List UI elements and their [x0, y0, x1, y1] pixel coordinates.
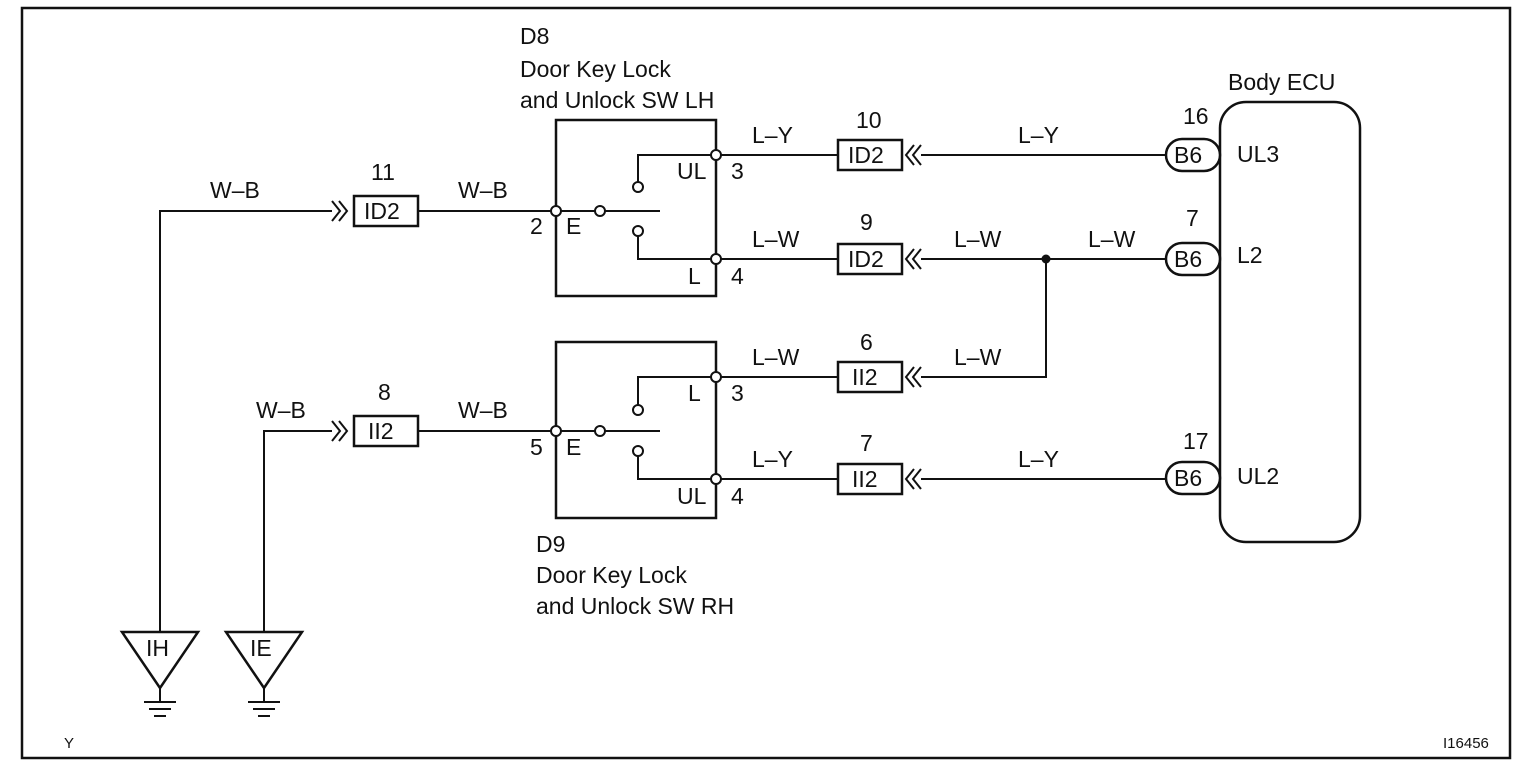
- switch-rh-e-label: E: [566, 434, 581, 460]
- switch-rh-l-label: L: [688, 380, 701, 406]
- svg-text:ID2: ID2: [848, 246, 884, 272]
- ecu-pin-name: UL2: [1237, 463, 1279, 489]
- switch-lh-id: D8: [520, 23, 549, 49]
- switch-rh-ul-label: UL: [677, 483, 707, 509]
- wire-label: L–W: [752, 344, 800, 370]
- ground-point: IH: [119, 630, 201, 717]
- switch-rh-pin-ul: 4: [731, 483, 744, 509]
- figure-id: I16456: [1443, 735, 1489, 752]
- svg-text:IE: IE: [250, 635, 272, 661]
- switch-lh-ul-label: UL: [677, 158, 707, 184]
- switch-lh-box: [554, 118, 718, 298]
- svg-text:B6: B6: [1174, 465, 1202, 491]
- junction-connector: 8 II2: [331, 379, 420, 448]
- switch-lh-e-label: E: [566, 213, 581, 239]
- switch-lh-pin-l: 4: [731, 263, 744, 289]
- wire-label: L–Y: [1018, 122, 1059, 148]
- switch-lh-l-label: L: [688, 263, 701, 289]
- switch-rh-name-2: and Unlock SW RH: [536, 593, 734, 619]
- ecu-connector: B6: [1164, 241, 1222, 277]
- switch-lh-pin-e: 2: [530, 213, 543, 239]
- svg-text:II2: II2: [368, 418, 394, 444]
- wire-label: L–Y: [752, 122, 793, 148]
- switch-rh-pin-l: 3: [731, 380, 744, 406]
- switch-lh-name-1: Door Key Lock: [520, 56, 671, 82]
- wire-label: L–W: [752, 226, 800, 252]
- ecu-title: Body ECU: [1228, 69, 1335, 95]
- ecu-pin-number: 17: [1183, 428, 1209, 454]
- svg-text:6: 6: [860, 329, 873, 355]
- svg-text:ID2: ID2: [848, 142, 884, 168]
- wire-label: L–W: [954, 344, 1002, 370]
- ecu-box: [1218, 100, 1362, 544]
- junction-connector: 7 II2: [836, 430, 922, 496]
- svg-text:10: 10: [856, 107, 882, 133]
- wire-label: L–W: [1088, 226, 1136, 252]
- switch-lh-pin-ul: 3: [731, 158, 744, 184]
- wire-label: L–Y: [1018, 446, 1059, 472]
- ecu-pin-name: L2: [1237, 242, 1263, 268]
- switch-rh: E L UL 5 3 4 D9 Door Key Lock and Unlock…: [530, 340, 744, 619]
- ground-point: IE: [223, 630, 305, 717]
- svg-text:8: 8: [378, 379, 391, 405]
- ecu-pin-number: 7: [1186, 205, 1199, 231]
- svg-text:ID2: ID2: [364, 198, 400, 224]
- ecu-pin-number: 16: [1183, 103, 1209, 129]
- svg-text:7: 7: [860, 430, 873, 456]
- switch-lh-name-2: and Unlock SW LH: [520, 87, 714, 113]
- svg-text:II2: II2: [852, 364, 878, 390]
- wire-splice: [1041, 254, 1051, 264]
- wire-label: W–B: [210, 177, 260, 203]
- svg-text:9: 9: [860, 209, 873, 235]
- wire-label: W–B: [256, 397, 306, 423]
- wire-wb: [263, 430, 332, 632]
- body-ecu: Body ECU 16 UL3 7 L2 17 UL2: [1183, 69, 1362, 544]
- wire-label: W–B: [458, 177, 508, 203]
- wire-label: L–W: [954, 226, 1002, 252]
- junction-connector: 11 ID2: [331, 159, 420, 228]
- wire-label: L–Y: [752, 446, 793, 472]
- wire-lw: [921, 259, 1047, 378]
- wire-label: W–B: [458, 397, 508, 423]
- svg-text:IH: IH: [146, 635, 169, 661]
- junction-connector: 9 ID2: [836, 209, 922, 276]
- switch-rh-pin-e: 5: [530, 434, 543, 460]
- switch-rh-id: D9: [536, 531, 565, 557]
- ecu-connector: B6: [1164, 460, 1222, 496]
- svg-text:11: 11: [371, 159, 395, 185]
- diagram-frame: [20, 6, 1512, 760]
- svg-text:B6: B6: [1174, 246, 1202, 272]
- corner-label: Y: [64, 735, 74, 752]
- ecu-pin-name: UL3: [1237, 141, 1279, 167]
- junction-connector: 10 ID2: [836, 107, 922, 172]
- ecu-connector: B6: [1164, 137, 1222, 173]
- svg-text:B6: B6: [1174, 142, 1202, 168]
- switch-rh-name-1: Door Key Lock: [536, 562, 687, 588]
- wire-wb: [159, 210, 332, 632]
- junction-connector: 6 II2: [836, 329, 922, 394]
- switch-lh: D8 Door Key Lock and Unlock SW LH E UL L…: [520, 23, 744, 298]
- svg-text:II2: II2: [852, 466, 878, 492]
